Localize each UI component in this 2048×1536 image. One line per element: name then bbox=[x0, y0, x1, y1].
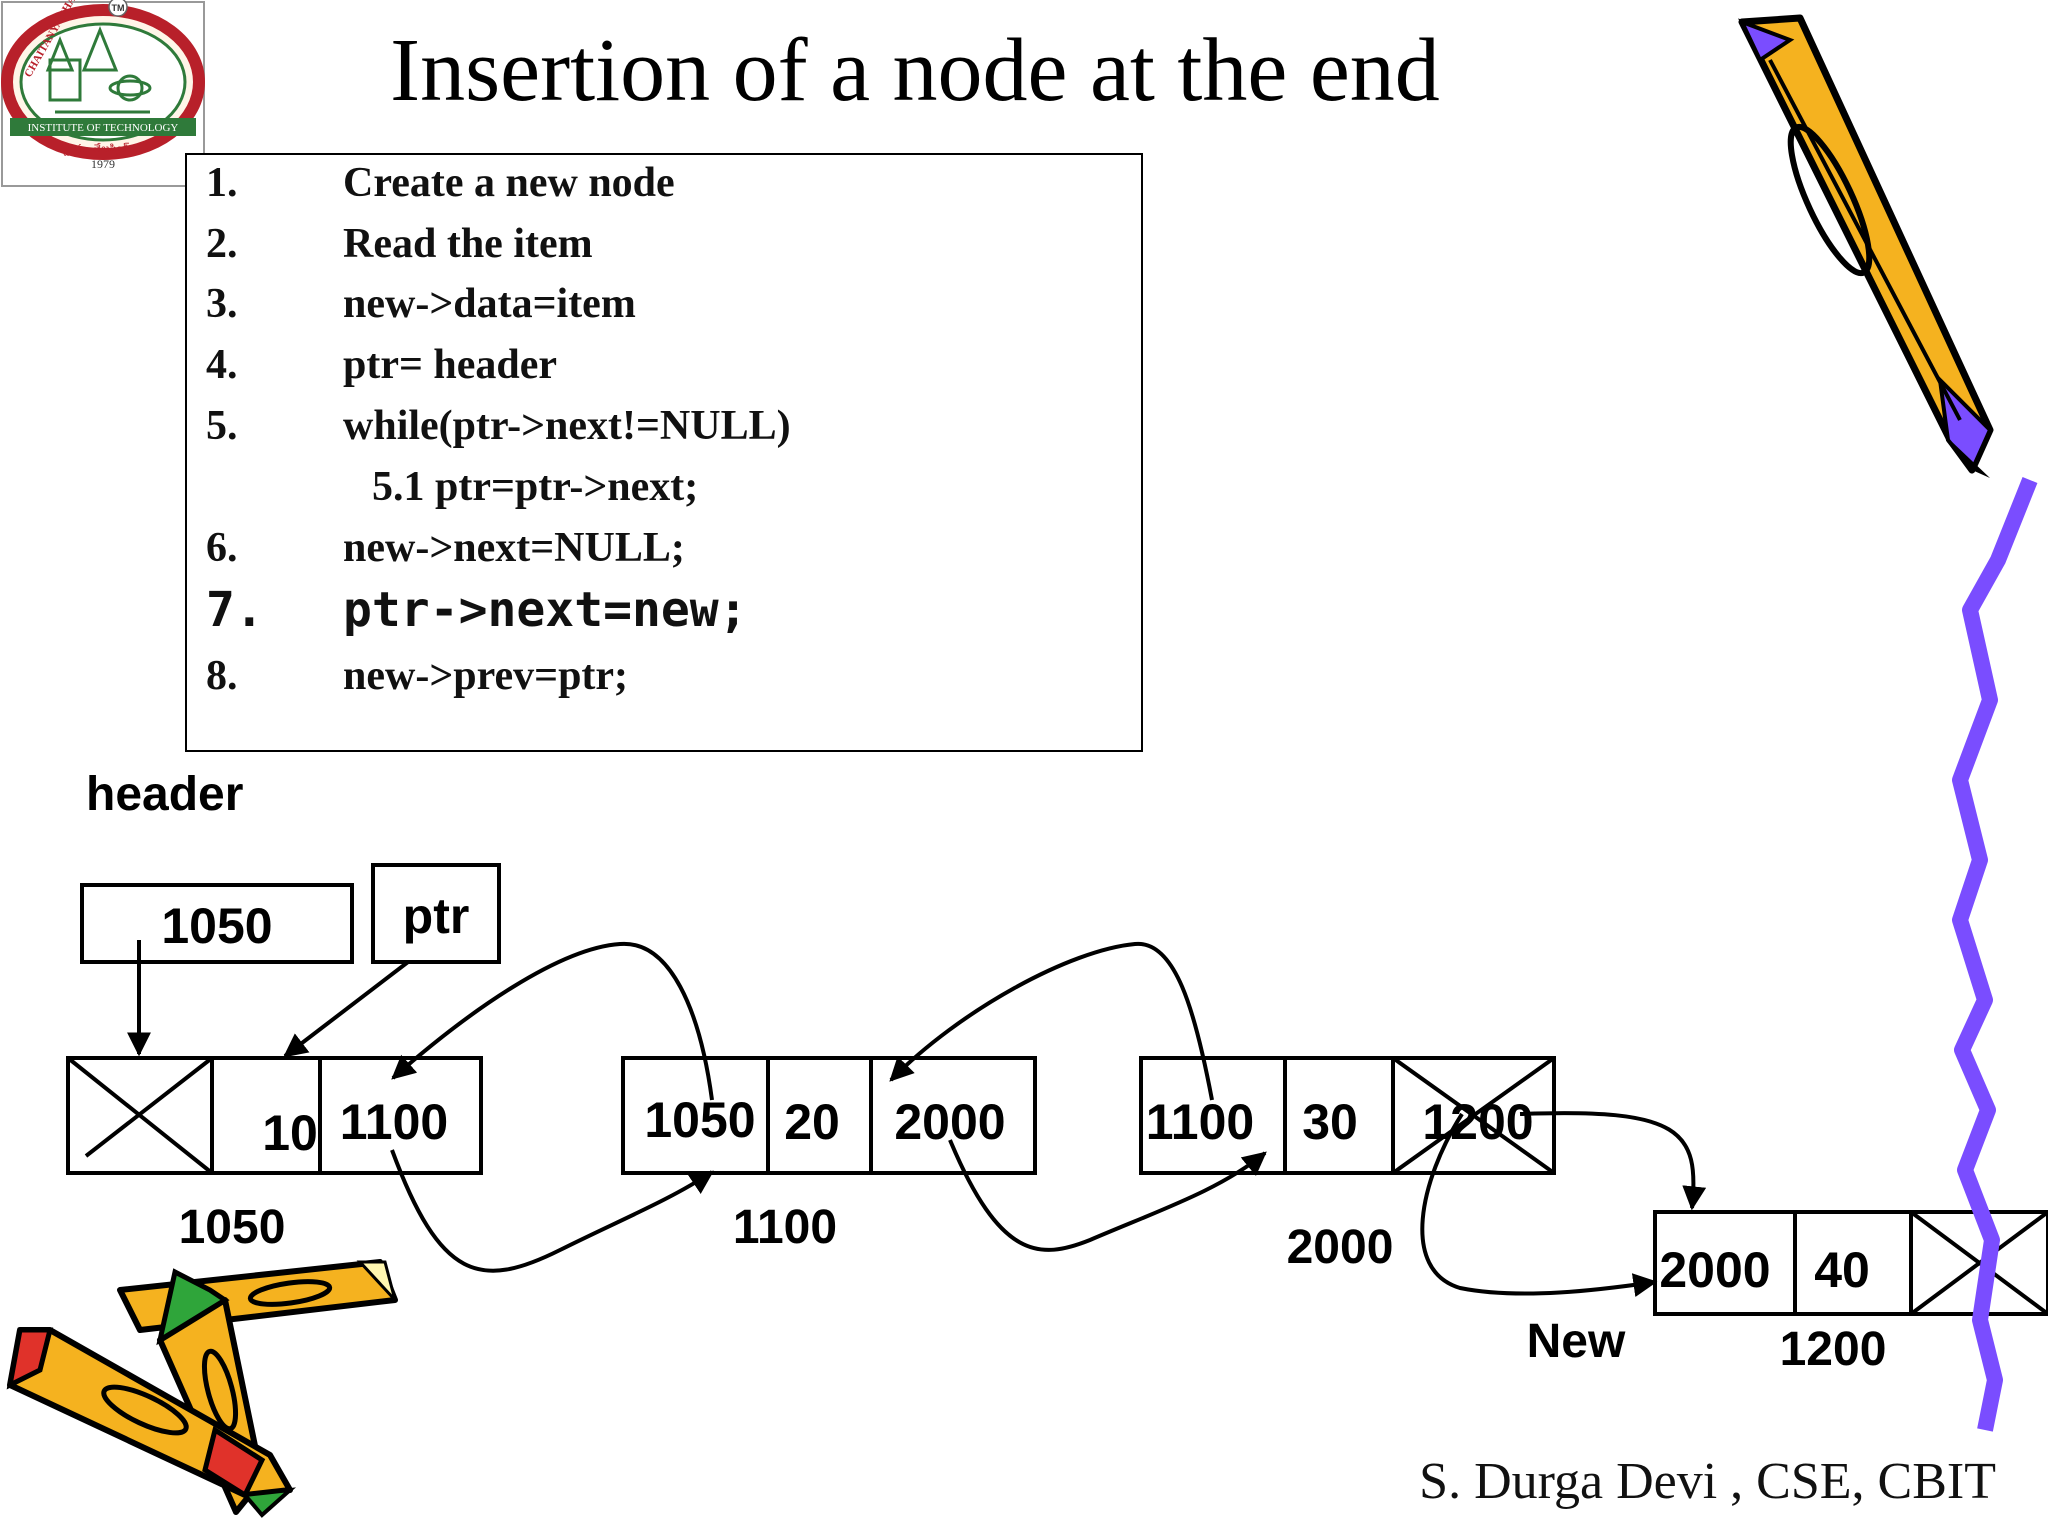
next-arrow bbox=[1519, 1111, 1707, 1211]
logo-institute-text: INSTITUTE OF TECHNOLOGY bbox=[28, 122, 179, 134]
ptr-box bbox=[371, 863, 501, 964]
node-next: 1200 bbox=[1422, 1094, 1533, 1150]
node-next: 1100 bbox=[340, 1094, 448, 1150]
algorithm-box bbox=[185, 153, 1143, 752]
list-node: 1100 30 1200 2000 bbox=[1139, 1056, 1556, 1274]
node-frame bbox=[1139, 1056, 1556, 1175]
logo-emblem bbox=[45, 25, 152, 114]
step-number: 2. bbox=[206, 221, 238, 267]
logo-tm-badge bbox=[108, 0, 128, 17]
node-address: 1200 bbox=[1780, 1323, 1887, 1376]
header-value: 1050 bbox=[161, 898, 272, 954]
node-address: 2000 bbox=[1287, 1221, 1394, 1274]
step-number: 1. bbox=[206, 160, 238, 206]
prev-arrow bbox=[889, 941, 1214, 1101]
node-data: 10 bbox=[262, 1105, 318, 1161]
step-number: 5. bbox=[206, 403, 238, 449]
slide-title: Insertion of a node at the end bbox=[390, 21, 1440, 120]
step-number: 6. bbox=[206, 525, 238, 571]
header-label: header bbox=[86, 768, 243, 821]
next-arrow bbox=[948, 1139, 1267, 1252]
prev-arrow bbox=[391, 941, 714, 1101]
step-text: Create a new node bbox=[343, 160, 675, 206]
squiggle-decoration bbox=[1952, 477, 2038, 1432]
node-address: 1050 bbox=[179, 1201, 286, 1254]
prev-arrow bbox=[1420, 1112, 1658, 1297]
node-frame bbox=[621, 1056, 1037, 1175]
step-text: while(ptr->next!=NULL) bbox=[343, 403, 791, 449]
node-data: 40 bbox=[1814, 1242, 1870, 1298]
step-text: new->data=item bbox=[343, 281, 636, 327]
step-text: ptr->next=new; bbox=[343, 582, 748, 638]
node-data: 30 bbox=[1302, 1094, 1358, 1150]
new-node-label: New bbox=[1527, 1315, 1626, 1368]
header-box bbox=[80, 883, 354, 964]
node-prev: 1050 bbox=[644, 1092, 755, 1148]
step-number: 4. bbox=[206, 342, 238, 388]
ptr-arrow bbox=[283, 960, 410, 1058]
logo-motto-text: స్వయం తేజస్విన్ భవ bbox=[58, 142, 149, 156]
slide-footer: S. Durga Devi , CSE, CBIT bbox=[1419, 1453, 1996, 1510]
step-number: 3. bbox=[206, 281, 238, 327]
list-node: 1050 20 2000 1100 bbox=[621, 1056, 1037, 1254]
step-number: 7. bbox=[206, 582, 264, 638]
list-node: 10 1100 1050 bbox=[66, 1056, 483, 1254]
step-text: new->prev=ptr; bbox=[343, 653, 628, 699]
step-text: 5.1 ptr=ptr->next; bbox=[372, 464, 698, 510]
node-address: 1100 bbox=[733, 1201, 837, 1254]
pointer-arrows bbox=[127, 940, 1707, 1297]
logo-banner bbox=[10, 118, 196, 136]
step-number: 8. bbox=[206, 653, 238, 699]
node-prev: 2000 bbox=[1659, 1242, 1770, 1298]
step-text: ptr= header bbox=[343, 342, 557, 388]
algorithm-steps: 1. Create a new node 2. Read the item 3.… bbox=[206, 160, 791, 699]
logo-year-text: 1979 bbox=[91, 157, 115, 171]
ptr-label: ptr bbox=[403, 888, 470, 944]
pencils-icon bbox=[6, 1259, 398, 1518]
logo-tm-text: TM bbox=[112, 3, 125, 13]
step-text: new->next=NULL; bbox=[343, 525, 685, 571]
next-arrow bbox=[390, 1149, 714, 1273]
pencil-icon bbox=[1738, 14, 1994, 478]
node-data: 20 bbox=[784, 1094, 840, 1150]
node-prev: 1100 bbox=[1146, 1094, 1254, 1150]
step-text: Read the item bbox=[343, 221, 593, 267]
college-logo: INSTITUTE OF TECHNOLOGY CHAITANYA BHARAT… bbox=[1, 0, 205, 187]
